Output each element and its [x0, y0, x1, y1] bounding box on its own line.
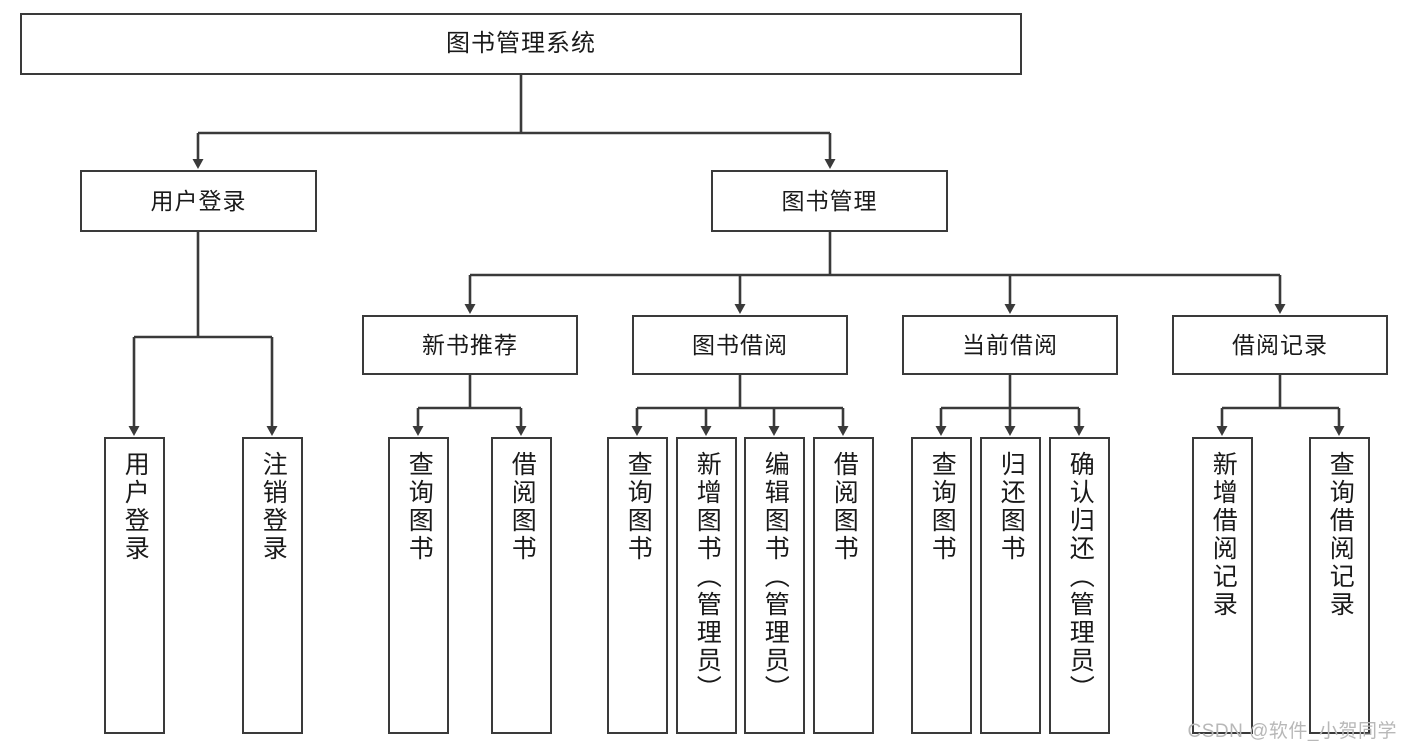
node-label: 新增借阅记录: [1209, 451, 1238, 619]
node-label: 查询图书: [624, 451, 653, 563]
node-label: 用户登录: [150, 187, 247, 214]
node-label: 编辑图书（管理员）: [761, 451, 790, 703]
node-label: 借阅图书: [508, 451, 537, 563]
node-label: 确认归还（管理员）: [1066, 451, 1095, 703]
node-label: 查询图书: [928, 451, 957, 563]
node-current-borrow[interactable]: 当前借阅: [902, 315, 1118, 375]
leaf-query-book-recommend[interactable]: 查询图书: [388, 437, 449, 734]
node-borrow-record[interactable]: 借阅记录: [1172, 315, 1388, 375]
node-label: 借阅记录: [1232, 331, 1328, 358]
node-label: 图书借阅: [692, 331, 788, 358]
node-book-borrow[interactable]: 图书借阅: [632, 315, 848, 375]
leaf-borrow-book-recommend[interactable]: 借阅图书: [491, 437, 552, 734]
leaf-edit-book-admin[interactable]: 编辑图书（管理员）: [744, 437, 805, 734]
node-label: 新增图书（管理员）: [693, 451, 722, 703]
leaf-user-login[interactable]: 用户登录: [104, 437, 165, 734]
node-label: 归还图书: [997, 451, 1026, 563]
leaf-query-book-borrow[interactable]: 查询图书: [607, 437, 668, 734]
leaf-borrow-book[interactable]: 借阅图书: [813, 437, 874, 734]
node-book-management[interactable]: 图书管理: [711, 170, 948, 232]
node-user-login[interactable]: 用户登录: [80, 170, 317, 232]
watermark-text: CSDN @软件_小贺同学: [1187, 721, 1397, 742]
node-label: 查询借阅记录: [1326, 451, 1355, 619]
node-label: 借阅图书: [830, 451, 859, 563]
node-label: 用户登录: [121, 451, 150, 563]
leaf-logout[interactable]: 注销登录: [242, 437, 303, 734]
node-label: 注销登录: [259, 451, 288, 563]
node-root-system[interactable]: 图书管理系统: [20, 13, 1022, 75]
leaf-confirm-return-admin[interactable]: 确认归还（管理员）: [1049, 437, 1110, 734]
node-label: 图书管理: [781, 187, 878, 214]
node-label: 当前借阅: [962, 331, 1058, 358]
leaf-add-borrow-record[interactable]: 新增借阅记录: [1192, 437, 1253, 734]
node-label: 新书推荐: [422, 331, 518, 358]
leaf-add-book-admin[interactable]: 新增图书（管理员）: [676, 437, 737, 734]
leaf-return-book[interactable]: 归还图书: [980, 437, 1041, 734]
leaf-query-borrow-record[interactable]: 查询借阅记录: [1309, 437, 1370, 734]
node-label: 图书管理系统: [446, 30, 596, 58]
node-label: 查询图书: [405, 451, 434, 563]
node-new-book-recommend[interactable]: 新书推荐: [362, 315, 578, 375]
leaf-query-book-current[interactable]: 查询图书: [911, 437, 972, 734]
